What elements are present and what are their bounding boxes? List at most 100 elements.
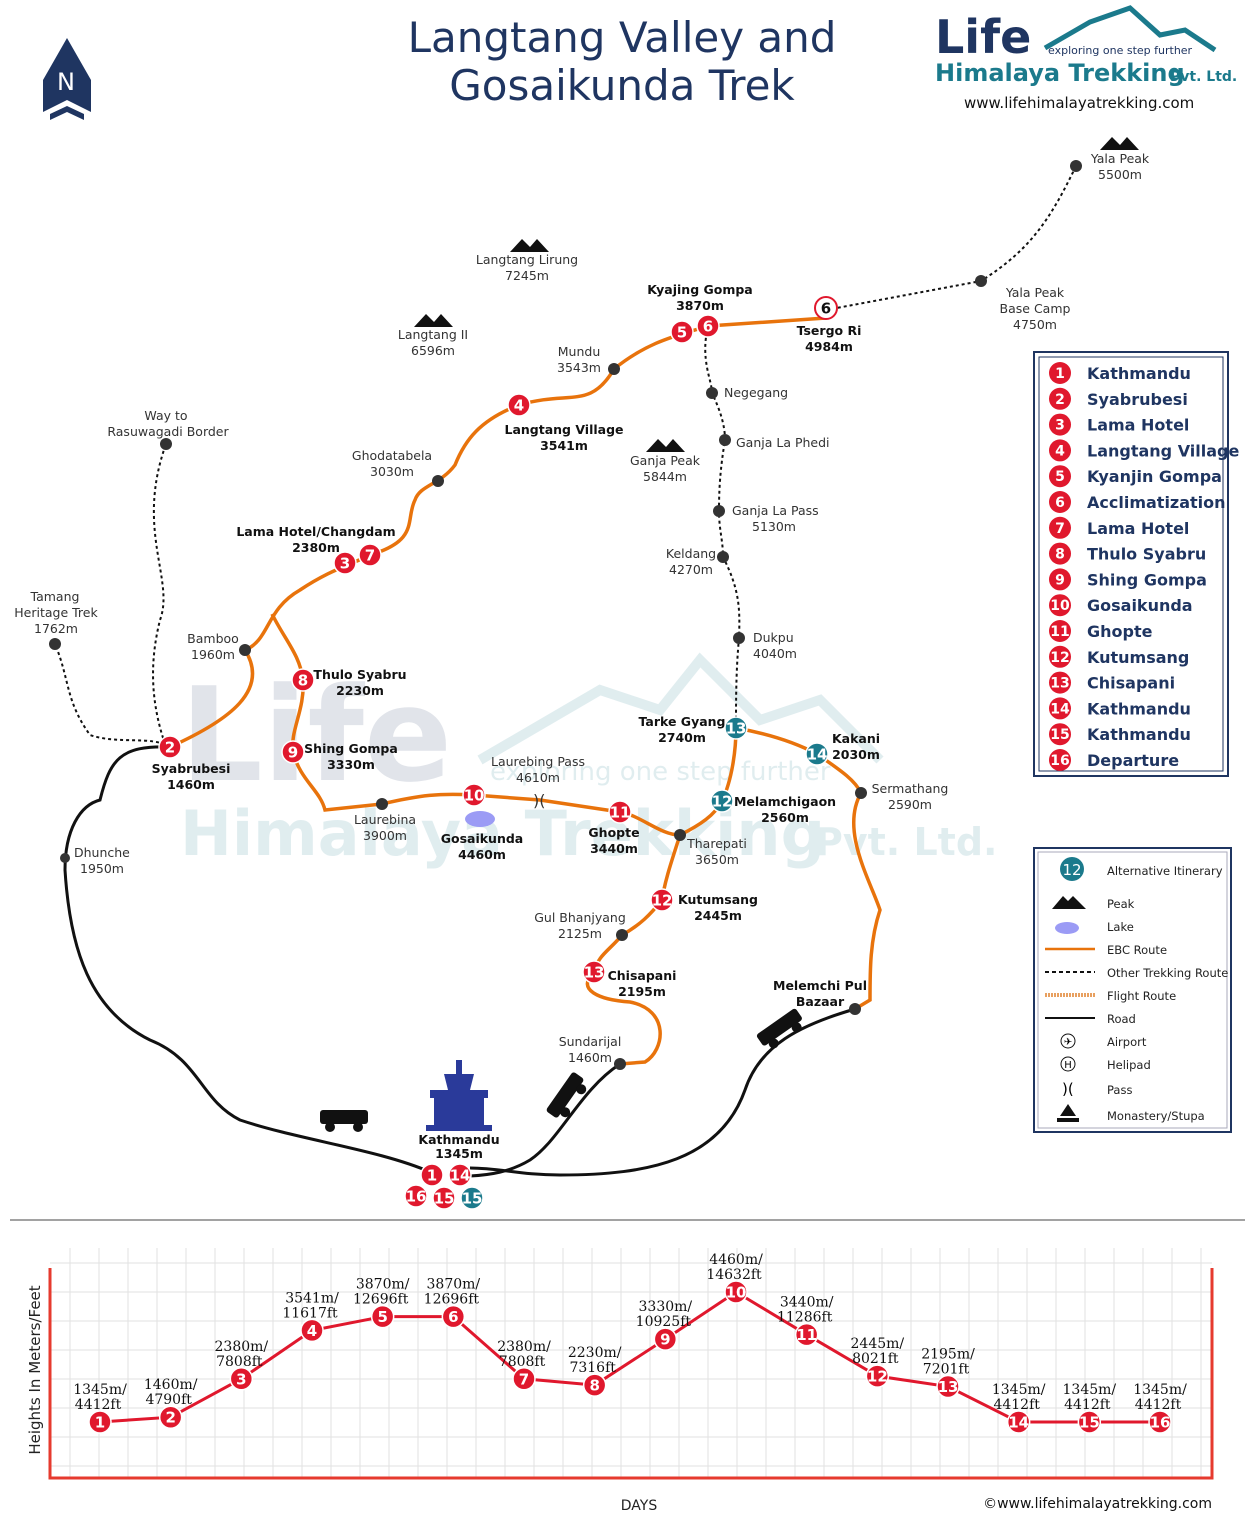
place-elev: 3900m [363,828,407,843]
elevation-point: 13 [936,1374,960,1399]
day-destination: Syabrubesi [1087,390,1188,409]
place-name: Laurebina [354,812,416,827]
itinerary-marker: 11 [608,800,632,824]
day-destination: Ghopte [1087,622,1153,641]
day-number: 6 [1055,495,1065,511]
marker-number: 13 [584,964,605,982]
logo-website[interactable]: www.lifehimalayatrekking.com [964,94,1194,112]
day-destination: Lama Hotel [1087,519,1189,538]
elevation-line [99,1290,1160,1424]
day-number-icon [1049,439,1071,462]
point-label-ft: 7316ft [569,1360,616,1376]
point-day: 13 [938,1378,959,1396]
legend-label: Pass [1107,1083,1132,1097]
marker-circle [650,888,674,912]
pass-icon: )( [533,791,545,810]
day-destination: Lama Hotel [1087,416,1189,435]
day-destination: Thulo Syabru [1087,545,1206,564]
monastery-stupa-icon [426,1060,492,1131]
legend-label: Peak [1107,897,1135,911]
point-label-m: 3870m/ [356,1277,410,1293]
place-elev: 2445m [694,908,742,923]
place-elev: 1345m [435,1146,483,1161]
itinerary-marker: 10 [462,783,486,807]
itinerary-marker: 9 [281,740,305,764]
day-number-icon [1049,723,1071,746]
day-number: 12 [1050,650,1069,666]
itinerary-marker: 15 [432,1186,456,1210]
point-label-m: 3440m/ [780,1295,834,1311]
day-number: 7 [1055,521,1065,537]
day-destination: Departure [1087,751,1179,770]
point-day: 2 [165,1409,175,1427]
place-elev: 5130m [752,519,796,534]
day-destination: Gosaikunda [1087,596,1193,615]
day-number: 16 [1050,753,1069,769]
chart-ylabel: Heights In Meters/Feet [26,1285,44,1454]
peak-icon [1052,896,1086,909]
point-day: 14 [1008,1414,1029,1432]
place-elev: 1460m [167,777,215,792]
elevation-point: 4 [300,1318,324,1343]
marker-circle [814,296,838,320]
jeep-icon [320,1110,368,1132]
marker-circle [724,716,748,740]
place-elev: 4984m [805,339,853,354]
day-number-icon [1049,516,1071,539]
day-destination: Kathmandu [1087,725,1191,744]
elevation-point: 12 [865,1364,890,1388]
point-day: 9 [660,1331,670,1349]
point-label-ft: 7808ft [216,1354,263,1370]
point-day: 5 [377,1308,387,1326]
marker-number: 7 [365,547,375,565]
peak-icon-ganja [646,439,685,452]
point-label-m: 2195m/ [921,1347,975,1363]
place-elev: 4040m [753,646,797,661]
peak-icon-yala [1100,137,1139,150]
elevation-point: 6 [441,1304,466,1329]
map-title-line2: Gosaikunda Trek [449,61,795,110]
place-name: Tamang [30,589,80,604]
elevation-point: 16 [1148,1410,1172,1434]
place-elev: 1460m [568,1050,612,1065]
marker-number: 14 [450,1167,471,1185]
alt-itinerary-number: 12 [1062,861,1081,879]
day-number-icon [1049,749,1071,771]
marker-number: 10 [464,787,485,805]
jeep-icon [756,1008,802,1049]
place-name: Melamchigaon [734,794,836,809]
point-day: 16 [1150,1414,1171,1432]
place-name: Yala Peak [1090,151,1150,166]
place-elev: 4750m [1013,317,1057,332]
point-label-ft: 7808ft [499,1354,546,1370]
day-destination: Kyanjin Gompa [1087,467,1222,486]
watermark-word: Life [180,659,452,811]
point-label-m: 1345m/ [1133,1382,1187,1398]
svg-text:✈: ✈ [1064,1037,1072,1048]
place-name: Ganja La Pass [732,503,819,518]
company-logo: Life exploring one step further Himalaya… [935,5,1237,112]
itinerary-marker: 5 [670,320,694,344]
marker-number: 4 [514,397,524,415]
elevation-point: 3 [229,1367,254,1391]
legend-label: Monastery/Stupa [1107,1109,1205,1123]
point-day: 11 [796,1326,817,1344]
point-label-ft: 12696ft [353,1292,409,1308]
itinerary-item: 16 Departure [1049,749,1179,771]
place-elev: 2195m [618,984,666,999]
point-label-ft: 12696ft [424,1292,480,1308]
place-name: Kakani [832,731,880,746]
itinerary-marker: 6 [814,296,838,320]
place-name: Ghodatabela [352,448,432,463]
marker-circle [281,740,305,764]
place-name: Keldang [666,546,716,561]
day-number-icon [1049,620,1071,642]
copyright[interactable]: ©www.lifehimalayatrekking.com [983,1496,1212,1512]
point-label-ft: 10925ft [636,1314,692,1330]
place-name: Tarke Gyang [638,714,725,729]
